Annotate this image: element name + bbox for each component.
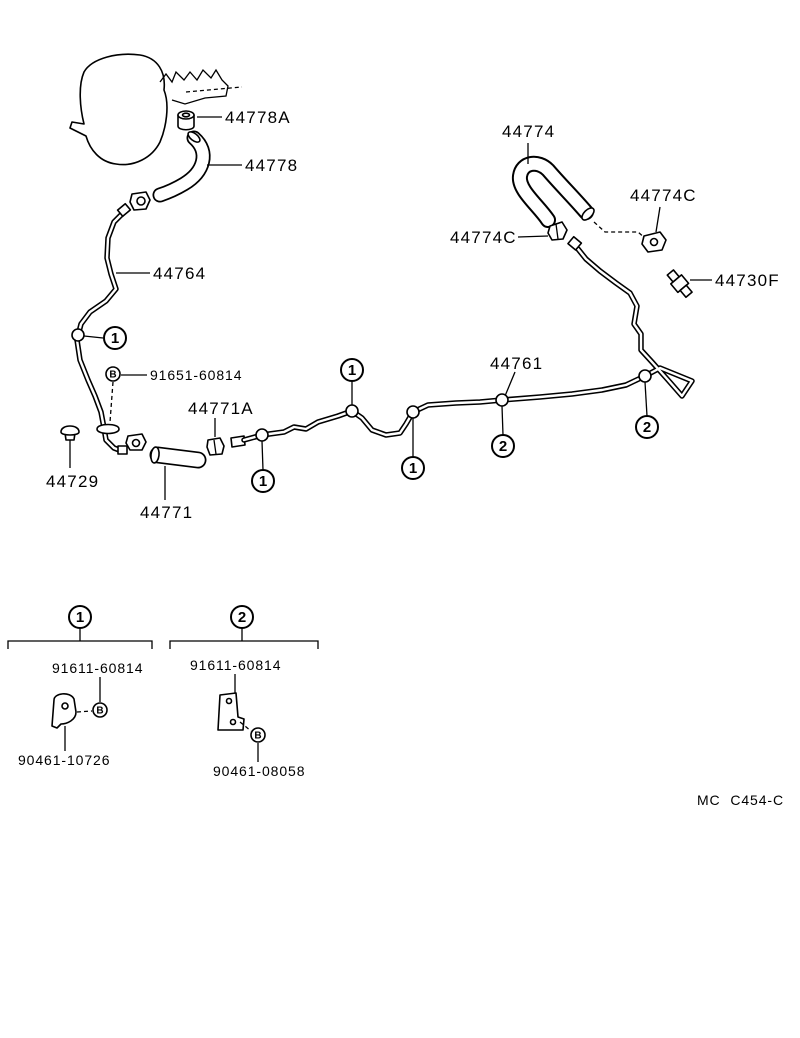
pipe-clamp-point <box>406 405 420 419</box>
master-cylinder-outline <box>159 68 229 105</box>
detail-bracket-2 <box>169 628 319 649</box>
svg-text:B: B <box>109 370 116 381</box>
svg-text:2: 2 <box>499 438 507 455</box>
label-44771: 44771 <box>140 503 193 522</box>
detail-1: 1 91611-60814 B 90461-10726 <box>7 605 153 768</box>
label-44729: 44729 <box>46 472 99 491</box>
hose-clamp-44774c-left <box>547 221 568 241</box>
pipe-clip-left <box>96 423 120 435</box>
pipe-clamp-detail-1 <box>51 693 77 729</box>
hose-44778 <box>152 130 211 203</box>
svg-text:1: 1 <box>111 330 119 347</box>
detail-1-upper-part: 91611-60814 <box>52 660 143 676</box>
detail-callout-2: 2 <box>230 605 254 629</box>
grommet-44778a <box>177 110 195 131</box>
pipe-clamp-point <box>638 369 652 383</box>
callout-1: 1 <box>340 358 364 382</box>
pipe-clamp-point <box>495 393 509 407</box>
leader-44761 <box>504 371 516 397</box>
check-valve-44730f <box>666 269 693 299</box>
svg-text:1: 1 <box>409 460 417 477</box>
callout-2: 2 <box>491 434 515 458</box>
master-cylinder-dashed-line <box>185 86 243 93</box>
bolt-dashed-line <box>109 381 114 423</box>
hose-clamp-44774c-right <box>641 231 667 253</box>
label-44771a: 44771A <box>188 399 254 418</box>
svg-text:1: 1 <box>259 473 267 490</box>
hose-44771 <box>149 446 207 469</box>
pipe-fitting-right <box>567 235 583 251</box>
detail-2-dashed-line <box>239 721 252 732</box>
detail-1-dashed-line <box>76 710 93 713</box>
svg-text:2: 2 <box>238 609 246 626</box>
detail-bracket-1 <box>7 628 153 649</box>
leader-callout-1-left <box>83 335 104 339</box>
callout-1-left: 1 <box>103 326 127 350</box>
hose-clip-44771a <box>206 437 225 456</box>
hose-44774 <box>512 155 595 228</box>
svg-text:B: B <box>96 706 103 717</box>
leader-callout <box>644 381 648 417</box>
detail-1-lower-part: 90461-10726 <box>18 752 110 768</box>
figure-code: MC C454-C <box>697 792 784 808</box>
label-44730f: 44730F <box>715 271 780 290</box>
leader-callout <box>261 440 264 471</box>
pipe-clamp-point <box>71 328 85 342</box>
label-44774c-right: 44774C <box>630 186 697 205</box>
callout-1: 1 <box>401 456 425 480</box>
label-44761: 44761 <box>490 354 543 373</box>
pipe-fitting-upper <box>116 202 132 218</box>
pipe-clamp-point <box>255 428 269 442</box>
pipe-fitting-main <box>230 435 246 448</box>
detail-callout-1: 1 <box>68 605 92 629</box>
label-44774: 44774 <box>502 122 555 141</box>
svg-text:1: 1 <box>76 609 84 626</box>
detail-2: 2 91611-60814 B 90461-08058 <box>169 605 319 779</box>
pipe-bracket-detail-2 <box>217 692 245 731</box>
svg-text:B: B <box>254 731 261 742</box>
hose-dashed-line <box>593 221 646 239</box>
bolt-marker-detail-1: B <box>92 702 108 718</box>
pipe-clamp-point <box>345 404 359 418</box>
bolt-marker-main: B <box>105 366 121 382</box>
label-44778a: 44778A <box>225 108 291 127</box>
pipe-fitting-lower <box>117 445 128 455</box>
leader-callout <box>501 405 504 436</box>
leader-44774c-left <box>517 235 549 238</box>
callout-1: 1 <box>251 469 275 493</box>
callout-2: 2 <box>635 415 659 439</box>
hose-clamp-upper <box>129 191 151 211</box>
label-44778: 44778 <box>245 156 298 175</box>
hose-clamp-44771 <box>125 433 147 451</box>
grommet-44729 <box>60 425 80 441</box>
label-44774c-left: 44774C <box>450 228 517 247</box>
bolt-marker-detail-2: B <box>250 727 266 743</box>
detail-2-lower-part: 90461-08058 <box>213 763 305 779</box>
pipe-44761 <box>241 246 695 443</box>
label-91651-60814: 91651-60814 <box>150 367 242 383</box>
svg-text:2: 2 <box>643 419 651 436</box>
label-44764: 44764 <box>153 264 206 283</box>
svg-text:1: 1 <box>348 362 356 379</box>
brake-booster <box>69 53 168 166</box>
detail-2-upper-part: 91611-60814 <box>190 657 281 673</box>
leader-44774c-right <box>655 206 661 233</box>
